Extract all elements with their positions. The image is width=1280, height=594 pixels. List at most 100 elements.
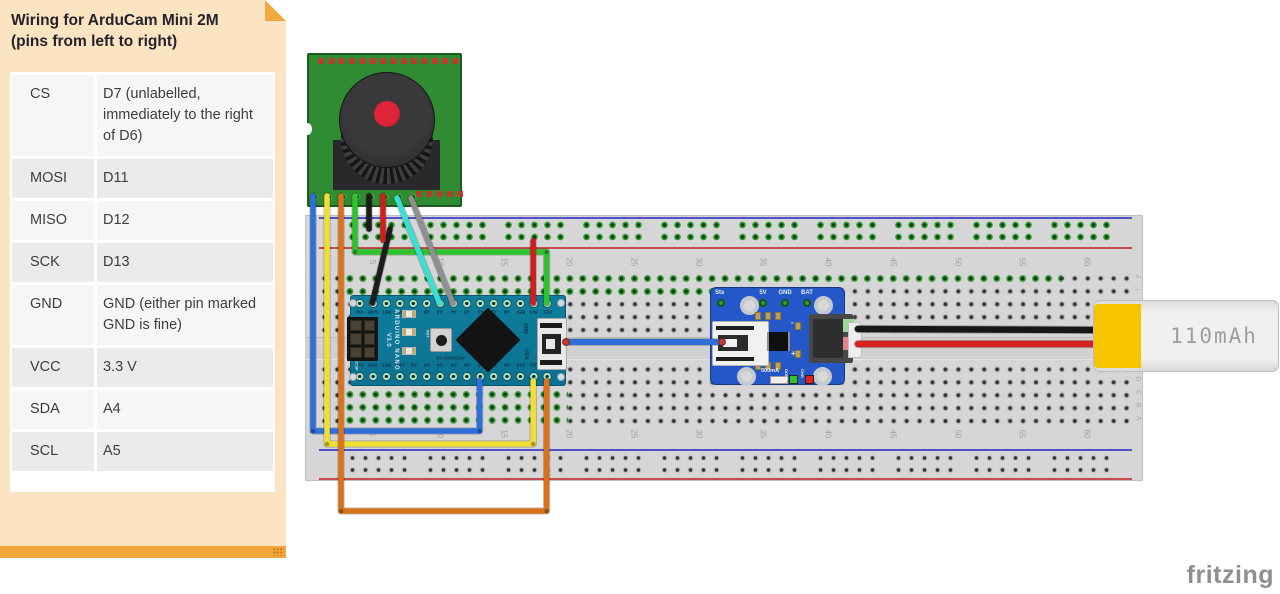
label: A5	[437, 309, 444, 315]
breadboard-column-number: 55	[1017, 257, 1027, 267]
arduino-nano-board[interactable]: VINGNDRST5VA7A6A5A4A3A2A1A0REF3V3D13 TX1…	[347, 295, 567, 386]
breadboard-column-number: 45	[888, 257, 898, 267]
camera-pin-cell: MISO	[12, 201, 94, 241]
breadboard-column-number: 30	[694, 429, 703, 439]
label: A6	[423, 309, 430, 315]
top-rail-positive-line	[319, 247, 1132, 249]
breadboard-column-number: 5	[368, 431, 378, 437]
breadboard-column-number: 25	[629, 257, 639, 267]
label: D2	[410, 362, 417, 368]
charger-jst-connector[interactable]	[809, 314, 854, 363]
label: D13	[543, 309, 552, 315]
nano-country-label: USA	[522, 349, 529, 360]
smd-pad	[775, 312, 781, 320]
label: VIN	[355, 309, 364, 315]
breadboard-column-number: 45	[888, 429, 898, 439]
charger-chg-label: CHG	[800, 369, 805, 378]
breadboard-row-letter: J	[307, 274, 315, 278]
label: A4	[450, 309, 457, 315]
breadboard-column-number: 30	[694, 257, 703, 267]
lipo-battery[interactable]: 110mAh	[1093, 300, 1279, 372]
charger-mini-usb-port[interactable]	[712, 321, 769, 366]
label: GND	[778, 290, 792, 296]
nano-mini-usb-port[interactable]	[537, 318, 567, 370]
battery-jst-plug[interactable]	[848, 322, 862, 358]
breadboard-column-number: 10	[435, 429, 444, 439]
charger-gnd-pad[interactable]	[781, 299, 789, 307]
charger-bat-pad[interactable]	[803, 299, 811, 307]
arduino-pin-cell: A5	[97, 432, 273, 472]
smd-component	[402, 310, 416, 318]
charger-sts-pad[interactable]	[717, 299, 725, 307]
bottom-rail-negative-line	[319, 449, 1132, 451]
camera-pin-cell: VCC	[12, 348, 94, 388]
charger-done-label: DONE	[784, 369, 789, 381]
nano-url-label: ARDUINO.CC	[436, 355, 465, 361]
camera-top-pads	[318, 58, 460, 64]
charger-component	[770, 376, 788, 384]
charger-ic-chip	[767, 332, 790, 351]
breadboard-column-number: 40	[823, 257, 833, 267]
arduino-pin-cell: D13	[97, 243, 273, 283]
arduino-pin-cell: D11	[97, 159, 273, 199]
wiring-note[interactable]: Wiring for ArduCam Mini 2M (pins from le…	[0, 0, 286, 558]
charger-5v-pad[interactable]	[759, 299, 767, 307]
charger-mount-hole	[740, 296, 759, 315]
breadboard-column-number: 35	[758, 429, 768, 439]
camera-pin-pads[interactable]	[308, 192, 420, 202]
breadboard-column-number: 60	[1082, 257, 1092, 267]
breadboard-row-letter: F	[308, 325, 316, 330]
charger-status-label: Sts	[715, 290, 725, 296]
nano-year-label: 2009	[522, 322, 529, 335]
usb-detail	[716, 326, 754, 330]
label: A0	[504, 309, 511, 315]
breadboard-column-number: 50	[953, 429, 962, 439]
usb-detail	[540, 323, 562, 328]
breadboard-row-letter: C	[308, 390, 316, 395]
breadboard-row-letter: A	[308, 416, 316, 421]
camera-pin-cell: SDA	[12, 390, 94, 430]
label: D6	[464, 362, 470, 368]
breadboard-column-number: 60	[1082, 429, 1092, 439]
breadboard-column-number: 40	[823, 429, 833, 439]
top-rail-negative-line	[319, 217, 1132, 219]
bottom-rail-positive-line	[319, 478, 1132, 480]
label: 3V3	[529, 309, 539, 315]
breadboard-row-letter: D	[1134, 377, 1142, 382]
nano-mount-hole	[349, 373, 357, 381]
charger-mount-hole	[814, 296, 833, 315]
camera-lens-aperture	[374, 101, 400, 127]
nano-reset-button[interactable]	[430, 328, 452, 352]
label: REF	[515, 309, 526, 315]
usb-detail	[540, 360, 562, 365]
nano-icsp-header[interactable]	[347, 317, 378, 361]
charger-mount-hole	[737, 367, 756, 386]
arduino-pin-cell: A4	[97, 390, 273, 430]
nano-mount-hole	[557, 373, 565, 381]
note-resize-grip-icon[interactable]	[273, 548, 284, 556]
label: BAT	[801, 290, 813, 296]
breadboard-column-number: 15	[499, 429, 509, 439]
breadboard-column-number: 20	[564, 429, 574, 439]
label: D10	[516, 362, 525, 368]
smd-pad	[795, 322, 801, 330]
breadboard-row-letter: I	[1133, 288, 1141, 291]
note-footer-bar[interactable]	[0, 546, 286, 558]
minus-sign: -	[791, 318, 794, 327]
breadboard-column-number: 25	[629, 429, 639, 439]
smd-pad	[755, 312, 761, 320]
camera-edge-notch	[303, 123, 312, 135]
camera-pin-cell: SCL	[12, 432, 94, 472]
reset-button-cap	[436, 335, 447, 346]
jst-socket	[813, 319, 843, 358]
usb-detail	[716, 357, 754, 361]
arduino-pin-cell: D7 (unlabelled, immediately to the right…	[97, 75, 273, 157]
note-title: Wiring for ArduCam Mini 2M (pins from le…	[11, 12, 219, 51]
breadboard-column-number: 15	[499, 257, 509, 267]
arducam-camera-module[interactable]	[303, 53, 464, 207]
